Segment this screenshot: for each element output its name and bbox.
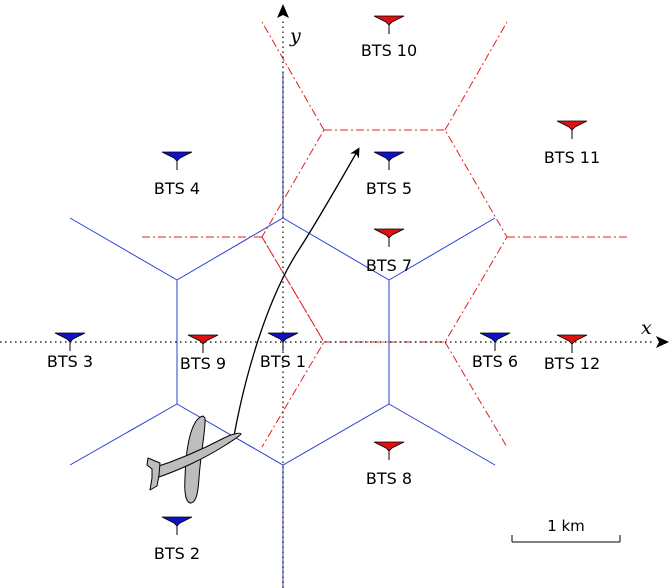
station-label: BTS 8 xyxy=(366,469,412,488)
blue-cell-boundaries xyxy=(69,72,496,588)
station-label: BTS 6 xyxy=(472,352,518,371)
base-station-bts-12: BTS 12 xyxy=(544,334,600,373)
station-label: BTS 4 xyxy=(154,179,200,198)
x-axis-label: x xyxy=(641,317,652,339)
antenna-icon xyxy=(373,151,405,162)
blue-edge xyxy=(69,217,178,281)
y-axis-arrowhead xyxy=(277,4,289,18)
scale-bar-label: 1 km xyxy=(547,517,585,535)
antenna-icon xyxy=(373,228,405,239)
base-station-bts-9: BTS 9 xyxy=(180,334,226,373)
antenna-icon xyxy=(479,332,511,343)
aircraft-fuselage xyxy=(152,432,242,479)
scale-bar xyxy=(511,535,621,543)
red-hexagon-bts8-right xyxy=(444,341,508,448)
antenna-icon xyxy=(556,334,588,345)
antenna-icon xyxy=(187,334,219,345)
station-label: BTS 10 xyxy=(361,41,417,60)
station-label: BTS 1 xyxy=(260,352,306,371)
red-edge xyxy=(261,21,325,131)
base-station-bts-11: BTS 11 xyxy=(544,120,600,167)
station-label: BTS 9 xyxy=(180,354,226,373)
antenna-icon xyxy=(161,516,193,527)
aircraft-tail xyxy=(146,457,161,491)
base-station-bts-4: BTS 4 xyxy=(154,151,200,198)
base-station-bts-8: BTS 8 xyxy=(366,441,412,488)
red-hexagon-bts7 xyxy=(261,129,508,343)
antenna-icon xyxy=(54,332,86,343)
station-label: BTS 11 xyxy=(544,148,600,167)
antenna-icon xyxy=(373,15,405,26)
base-station-bts-6: BTS 6 xyxy=(472,332,518,371)
base-station-bts-2: BTS 2 xyxy=(154,516,200,563)
y-axis-label: y xyxy=(289,25,301,47)
station-label: BTS 5 xyxy=(366,179,412,198)
x-axis-arrowhead xyxy=(656,336,669,348)
antenna-icon xyxy=(161,151,193,162)
blue-edge xyxy=(388,217,496,281)
base-stations: BTS 1 BTS 2 BTS 3 BTS 4 BTS 5 BTS 6 BTS 7 BTS 8… xyxy=(47,15,600,563)
axes xyxy=(0,18,655,588)
blue-edge xyxy=(388,403,496,466)
antenna-icon xyxy=(373,441,405,452)
base-station-bts-10: BTS 10 xyxy=(361,15,417,60)
base-station-bts-7: BTS 7 xyxy=(366,228,412,275)
base-station-bts-5: BTS 5 xyxy=(366,151,412,198)
base-station-bts-1: BTS 1 xyxy=(260,332,306,371)
station-label: BTS 3 xyxy=(47,352,93,371)
blue-edge xyxy=(69,403,178,466)
flight-trajectory-arrow xyxy=(233,147,360,437)
station-label: BTS 12 xyxy=(544,354,600,373)
base-station-bts-3: BTS 3 xyxy=(47,332,93,371)
antenna-icon xyxy=(556,120,588,131)
antenna-icon xyxy=(267,332,299,343)
aircraft-icon xyxy=(146,415,242,504)
station-label: BTS 7 xyxy=(366,256,412,275)
station-label: BTS 2 xyxy=(154,544,200,563)
red-edge xyxy=(444,21,508,131)
